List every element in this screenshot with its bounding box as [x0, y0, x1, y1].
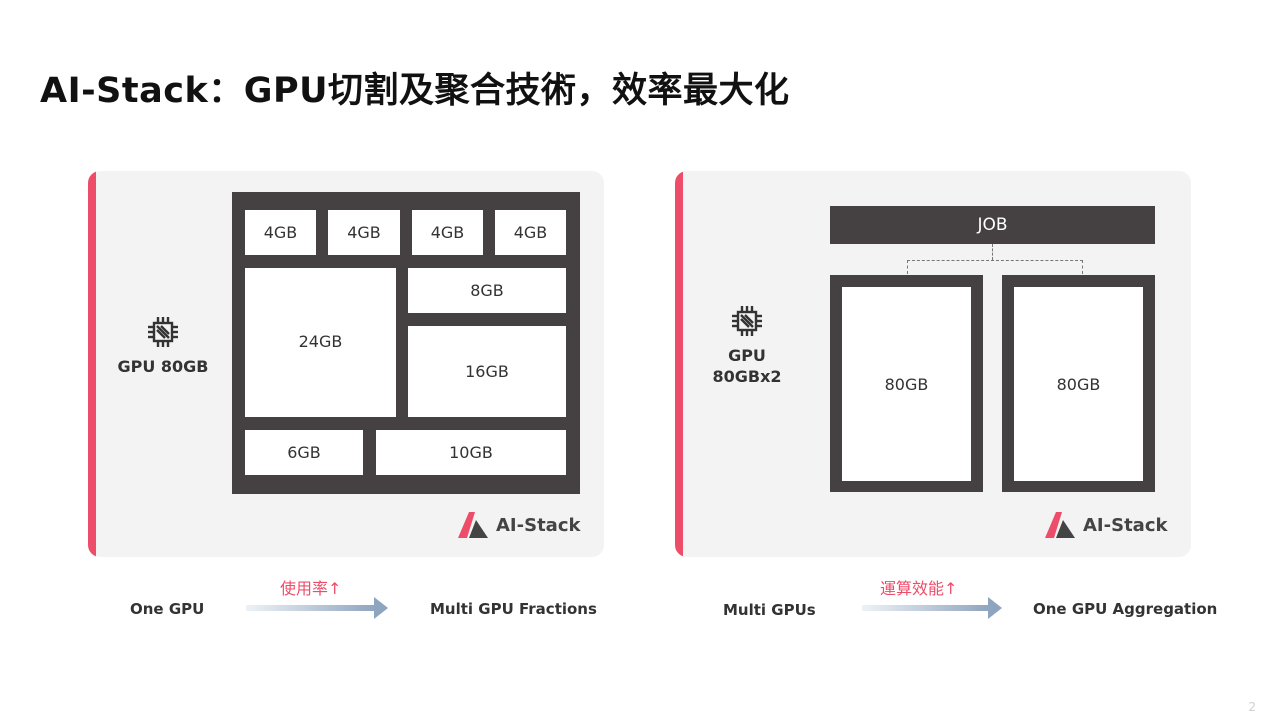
- ai-stack-logo-icon: [1045, 512, 1075, 538]
- gpu-memory-80gb: 80GB: [1014, 287, 1143, 481]
- memory-block-24gb: 24GB: [245, 268, 396, 417]
- memory-block-10gb: 10GB: [376, 430, 566, 475]
- gpu-label: GPU 80GBx2: [699, 303, 795, 387]
- utilization-metric: 使用率↑: [280, 579, 342, 598]
- ai-stack-logo: AI-Stack: [458, 512, 580, 538]
- memory-block-4gb: 4GB: [412, 210, 483, 255]
- gpu-box: 80GB: [1002, 275, 1155, 492]
- cpu-chip-icon: [732, 306, 762, 336]
- brand-text: AI-Stack: [1083, 514, 1168, 536]
- gpu-memory-80gb: 80GB: [842, 287, 971, 481]
- caption-to: One GPU Aggregation: [1033, 600, 1218, 618]
- memory-block-16gb: 16GB: [408, 326, 566, 417]
- performance-metric: 運算效能↑: [880, 579, 958, 598]
- caption-from: One GPU: [130, 600, 205, 618]
- page-number: 2: [1248, 700, 1256, 714]
- brand-text: AI-Stack: [496, 514, 581, 536]
- caption-to: Multi GPU Fractions: [430, 600, 597, 618]
- slide-title: AI-Stack：GPU切割及聚合技術，效率最大化: [40, 71, 790, 111]
- memory-block-4gb: 4GB: [328, 210, 400, 255]
- memory-block-8gb: 8GB: [408, 268, 566, 313]
- card-accent-bar: [88, 171, 96, 557]
- gpu-label-line2: 80GBx2: [712, 367, 782, 386]
- card-accent-bar: [675, 171, 683, 557]
- memory-block-4gb: 4GB: [245, 210, 316, 255]
- ai-stack-logo: AI-Stack: [1045, 512, 1167, 538]
- gpu-box: 80GB: [830, 275, 983, 492]
- memory-block-4gb: 4GB: [495, 210, 566, 255]
- gpu-label: GPU 80GB: [110, 314, 216, 377]
- memory-block-6gb: 6GB: [245, 430, 363, 475]
- cpu-chip-icon: [148, 317, 178, 347]
- job-connector: [907, 260, 1083, 274]
- gpu-label-text: GPU 80GB: [117, 357, 209, 376]
- job-box: JOB: [830, 206, 1155, 244]
- gpu-fraction-card: GPU 80GB 4GB 4GB 4GB 4GB 24GB 8GB 16GB 6…: [88, 171, 604, 557]
- ai-stack-logo-icon: [458, 512, 488, 538]
- arrow-right-icon: [862, 597, 1002, 619]
- gpu-aggregation-card: GPU 80GBx2 JOB 80GB 80GB AI-Stack: [675, 171, 1191, 557]
- caption-from: Multi GPUs: [723, 601, 816, 619]
- job-connector: [992, 244, 993, 260]
- arrow-right-icon: [246, 597, 388, 619]
- gpu-memory-panel: 4GB 4GB 4GB 4GB 24GB 8GB 16GB 6GB 10GB: [232, 192, 580, 494]
- gpu-label-line1: GPU: [728, 346, 766, 365]
